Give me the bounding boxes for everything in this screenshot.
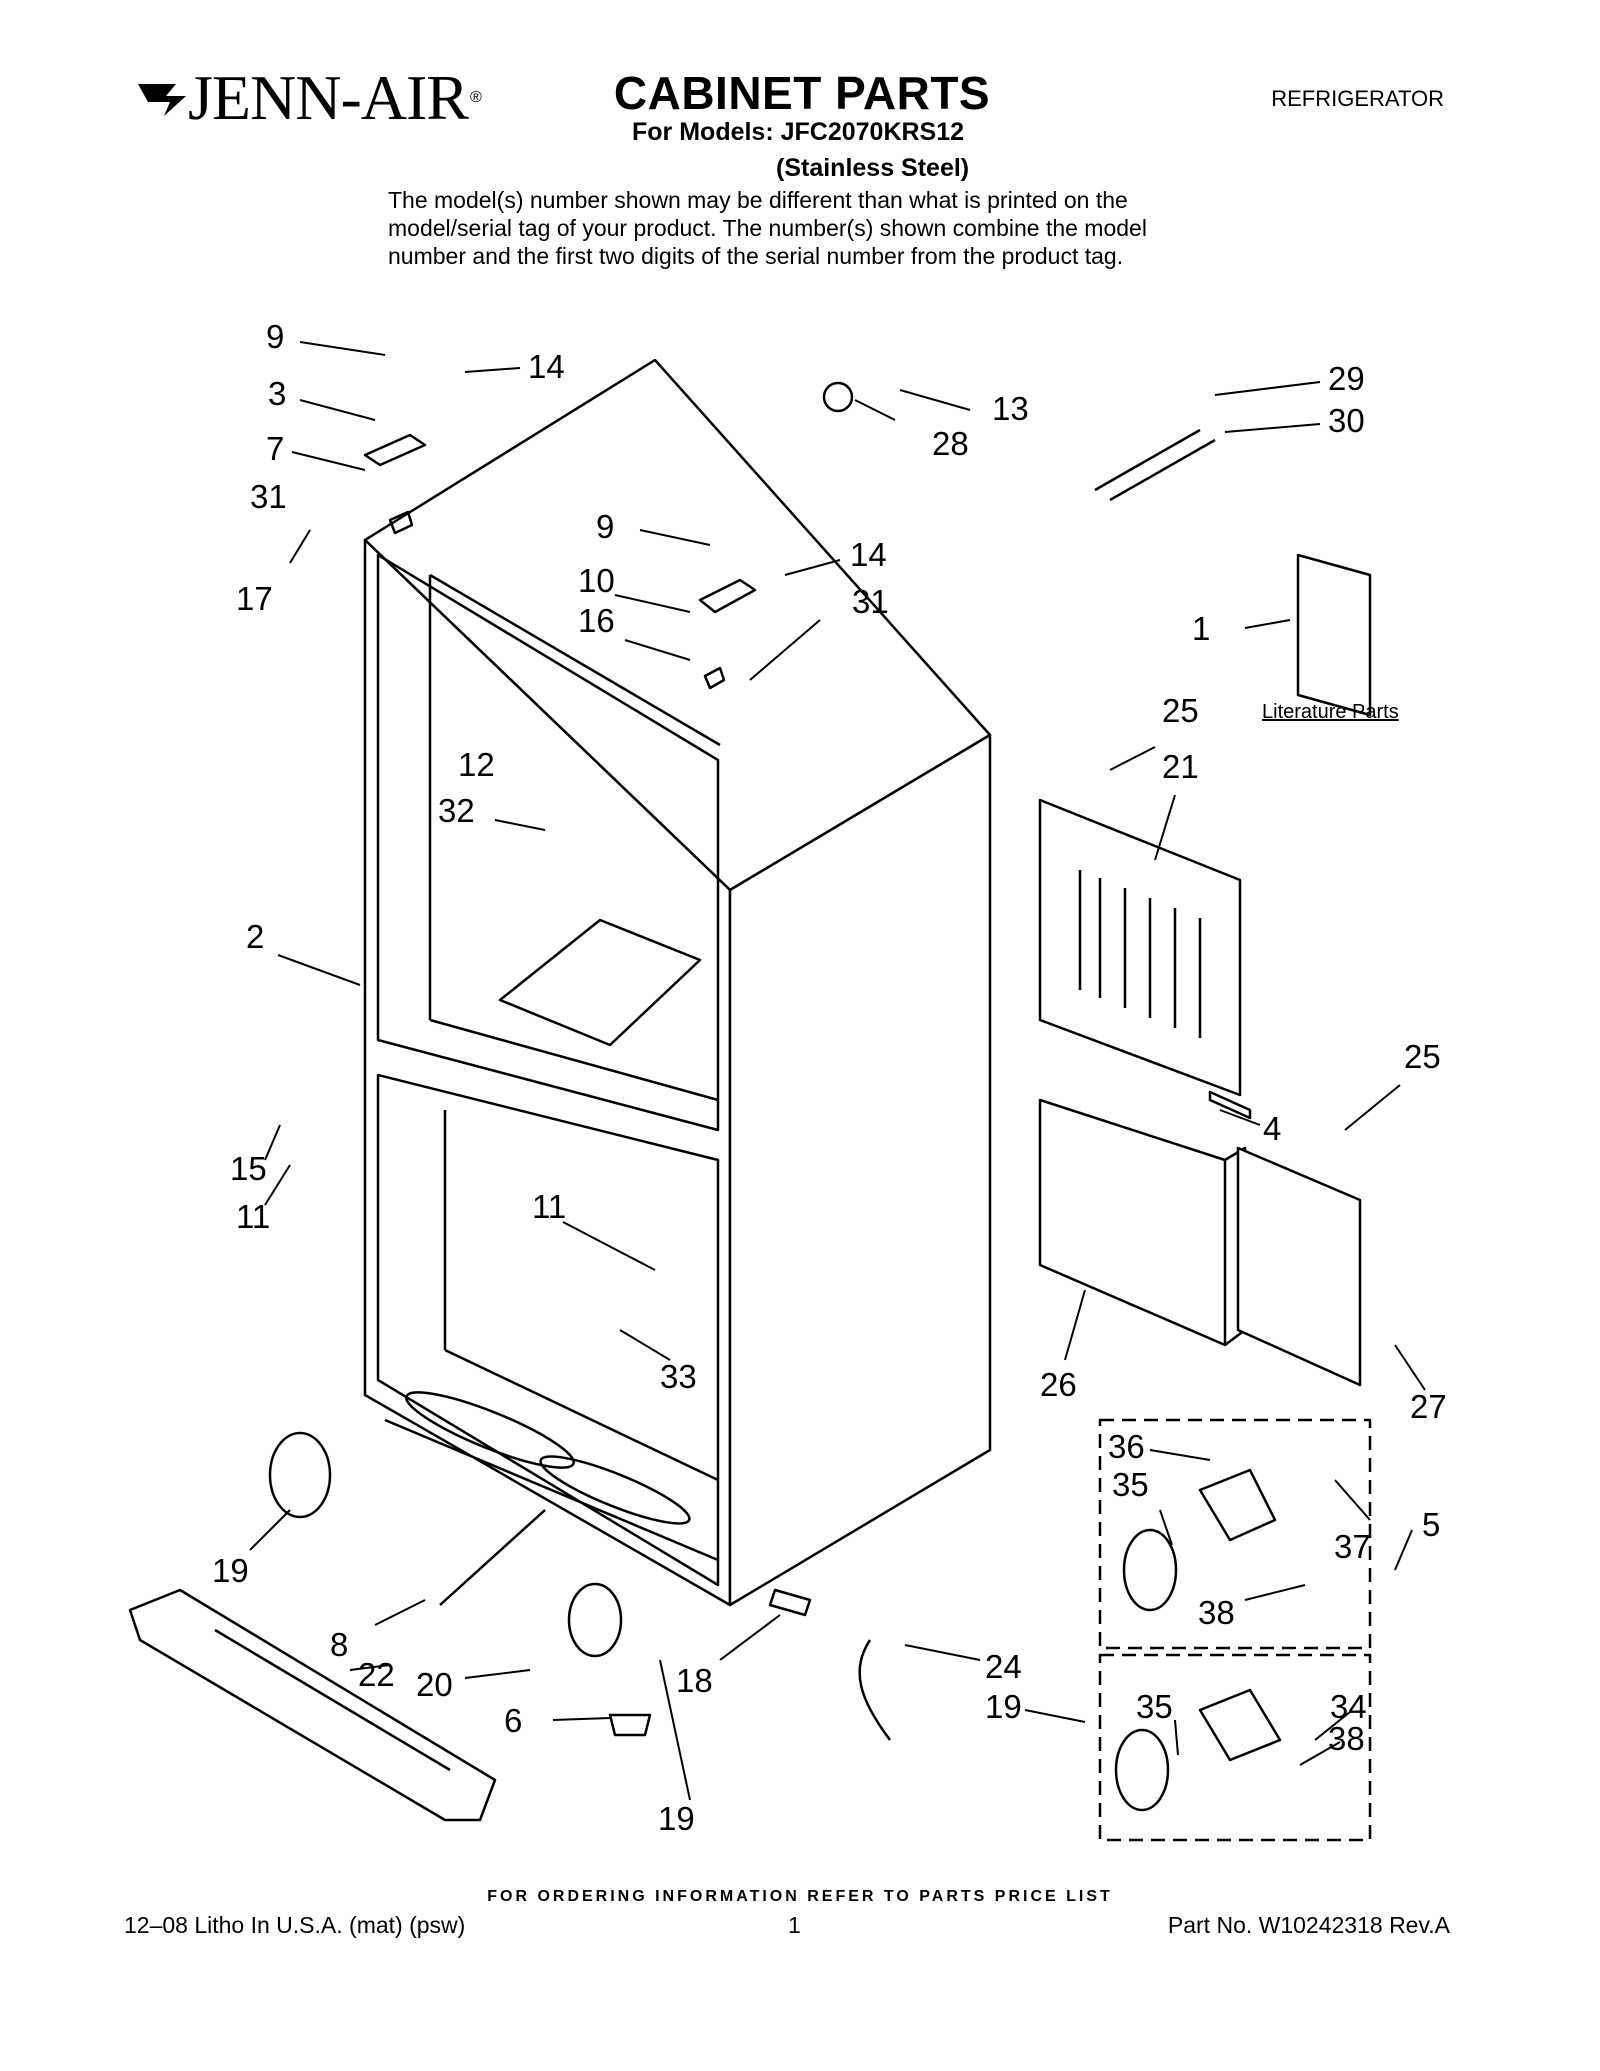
callout-16: 16 — [578, 602, 615, 639]
callout-14a: 14 — [528, 348, 565, 385]
callout-13: 13 — [992, 390, 1029, 427]
callout-31a: 31 — [250, 478, 287, 515]
callout-9a: 9 — [266, 318, 284, 355]
callout-24: 24 — [985, 1648, 1022, 1685]
jenn-air-wing-icon — [138, 84, 186, 116]
callout-11a: 11 — [236, 1198, 270, 1235]
callout-29: 29 — [1328, 360, 1365, 397]
callout-18: 18 — [676, 1662, 713, 1699]
callout-9b: 9 — [596, 508, 614, 545]
callout-35b: 35 — [1136, 1688, 1173, 1725]
callout-21: 21 — [1162, 748, 1199, 785]
cabinet-drawing — [128, 358, 1372, 1842]
callout-17: 17 — [236, 580, 273, 617]
callout-19c: 19 — [658, 1800, 695, 1837]
callout-25a: 25 — [1162, 692, 1199, 729]
page-number: 1 — [788, 1912, 801, 1938]
callout-14b: 14 — [850, 536, 887, 573]
models-line: For Models: JFC2070KRS12 — [632, 118, 965, 146]
callout-37: 37 — [1334, 1528, 1371, 1565]
callout-35a: 35 — [1112, 1466, 1149, 1503]
brand-name: JENN-AIR — [188, 62, 469, 133]
callout-12: 12 — [458, 746, 495, 783]
callout-38b: 38 — [1328, 1720, 1365, 1757]
callout-27: 27 — [1410, 1388, 1447, 1425]
brand-logo: JENN-AIR ® — [136, 66, 482, 130]
callout-19a: 19 — [212, 1552, 249, 1589]
callout-8: 8 — [330, 1626, 348, 1663]
part-number: Part No. W10242318 Rev.A — [1167, 1912, 1450, 1938]
model-disclaimer: The model(s) number shown may be differe… — [388, 187, 1147, 269]
leader-lines — [249, 341, 1426, 1801]
callout-31b: 31 — [852, 583, 889, 620]
callout-1: 1 — [1192, 610, 1210, 647]
callout-28: 28 — [932, 425, 969, 462]
callout-labels: 9 14 3 7 31 17 13 28 29 30 9 14 10 31 16… — [212, 318, 1447, 1837]
callout-33: 33 — [660, 1358, 697, 1395]
page-title: CABINET PARTS — [613, 67, 991, 119]
registered-mark: ® — [469, 89, 482, 106]
literature-parts-label: Literature Parts — [1262, 701, 1399, 723]
callout-26: 26 — [1040, 1366, 1077, 1403]
callout-22: 22 — [358, 1656, 395, 1693]
ordering-note: FOR ORDERING INFORMATION REFER TO PARTS … — [487, 1888, 1113, 1905]
callout-2: 2 — [246, 918, 264, 955]
callout-5: 5 — [1422, 1506, 1440, 1543]
callout-19b: 19 — [985, 1688, 1022, 1725]
callout-3: 3 — [268, 375, 286, 412]
callout-10: 10 — [578, 562, 615, 599]
callout-30: 30 — [1328, 402, 1365, 439]
callout-4: 4 — [1263, 1110, 1281, 1147]
callout-7: 7 — [266, 430, 284, 467]
callout-32: 32 — [438, 792, 475, 829]
callout-20: 20 — [416, 1666, 453, 1703]
litho-note: 12–08 Litho In U.S.A. (mat) (psw) — [124, 1912, 466, 1938]
category-label: REFRIGERATOR — [1271, 86, 1444, 111]
callout-36: 36 — [1108, 1428, 1145, 1465]
callout-25b: 25 — [1404, 1038, 1441, 1075]
callout-38a: 38 — [1198, 1594, 1235, 1631]
callout-6: 6 — [504, 1702, 522, 1739]
callout-34: 34 — [1330, 1688, 1367, 1725]
finish-label: (Stainless Steel) — [776, 154, 970, 182]
callout-15: 15 — [230, 1150, 267, 1187]
callout-11b: 11 — [532, 1188, 566, 1225]
